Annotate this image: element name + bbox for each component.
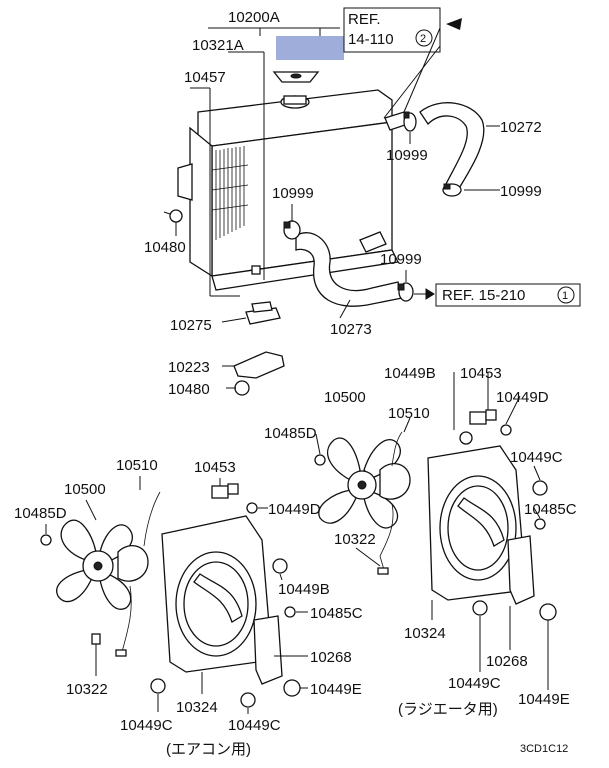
- label-10480-mid: 10480: [168, 381, 210, 398]
- connector-10322-left: [91, 633, 101, 645]
- bolt-10449C-left2: [240, 692, 256, 708]
- label-10200A: 10200A: [228, 9, 280, 26]
- label-10453-right: 10453: [460, 365, 502, 382]
- caption-aircon: (エアコン用): [166, 741, 251, 758]
- label-10485C-right: 10485C: [524, 501, 577, 518]
- label-10485C-left: 10485C: [310, 605, 363, 622]
- label-10485D-left: 10485D: [14, 505, 67, 522]
- shroud-left: [161, 515, 283, 685]
- label-10322-right: 10322: [334, 531, 376, 548]
- label-10273: 10273: [330, 321, 372, 338]
- diagram-code: 3CD1C12: [520, 743, 568, 755]
- label-10449D-right: 10449D: [496, 389, 549, 406]
- bolt-10449C-left1: [150, 678, 166, 694]
- label-10500-left: 10500: [64, 481, 106, 498]
- label-10999-a: 10999: [386, 147, 428, 164]
- label-10457: 10457: [184, 69, 226, 86]
- bolt-10449C-right1: [532, 480, 548, 496]
- bolt-10449E-right: [539, 603, 557, 621]
- bolt-10449E-left: [283, 679, 301, 697]
- label-10275: 10275: [170, 317, 212, 334]
- cap-seal: [272, 71, 320, 83]
- ref1-line1: REF.: [348, 11, 381, 28]
- label-10268-right: 10268: [486, 653, 528, 670]
- ref-box-14-110[interactable]: [343, 7, 462, 53]
- label-10510-left: 10510: [116, 457, 158, 474]
- bolt-10449B-right: [459, 431, 473, 445]
- bracket-10223: [233, 351, 285, 379]
- screw-10485D-right: [314, 454, 326, 466]
- screw-10485D-left: [40, 534, 52, 546]
- label-10449B-left: 10449B: [278, 581, 330, 598]
- screw-10485C-left: [284, 606, 296, 618]
- label-10449B-right: 10449B: [384, 365, 436, 382]
- bolt-10480-top: [163, 209, 183, 223]
- bolt-10449D-left: [246, 502, 258, 514]
- bracket-10453-left: [211, 483, 239, 499]
- leader-lines: [45, 27, 549, 714]
- label-10449E-left: 10449E: [310, 681, 362, 698]
- label-10449D-left: 10449D: [268, 501, 321, 518]
- bolt-10449B-left: [272, 558, 288, 574]
- label-10449C-left1: 10449C: [120, 717, 173, 734]
- hose-clamp-c: [283, 220, 301, 240]
- ref2-circle-number: 1: [562, 290, 568, 302]
- bolt-10449C-right2: [472, 600, 488, 616]
- ref2-text: REF. 15-210: [442, 287, 525, 304]
- label-10453-left: 10453: [194, 459, 236, 476]
- label-10324-left: 10324: [176, 699, 218, 716]
- label-10322-left: 10322: [66, 681, 108, 698]
- masked-label-box: [276, 36, 344, 60]
- label-10449C-left2: 10449C: [228, 717, 281, 734]
- label-10999-c: 10999: [272, 185, 314, 202]
- shroud-right: [427, 445, 535, 605]
- label-10999-d: 10999: [380, 251, 422, 268]
- label-10510-right: 10510: [388, 405, 430, 422]
- ref1-circle-number: 2: [420, 33, 426, 45]
- label-10223: 10223: [168, 359, 210, 376]
- hose-clamp-d: [397, 282, 414, 302]
- label-10449E-right: 10449E: [518, 691, 570, 708]
- bracket-10275: [245, 301, 281, 325]
- bolt-10449D-right: [500, 424, 512, 436]
- label-10321A: 10321A: [192, 37, 244, 54]
- radiator: [177, 89, 409, 291]
- label-10480-top: 10480: [144, 239, 186, 256]
- hose-clamp-b: [442, 183, 462, 197]
- label-10268-left: 10268: [310, 649, 352, 666]
- fan-blade-left: [56, 519, 133, 610]
- fan-motor-left: [115, 491, 161, 657]
- part-labels: 10200A 10321A 10457 10480 10275 10223 10…: [14, 9, 577, 734]
- label-10999-b: 10999: [500, 183, 542, 200]
- ref1-line2: 14-110: [348, 31, 394, 48]
- ref-box-15-210[interactable]: [435, 283, 581, 307]
- label-10449C-right1: 10449C: [510, 449, 563, 466]
- caption-radiator: (ラジエータ用): [398, 701, 498, 718]
- label-10272: 10272: [500, 119, 542, 136]
- label-10485D-right: 10485D: [264, 425, 317, 442]
- label-10449C-right2: 10449C: [448, 675, 501, 692]
- hose-clamp-a: [403, 111, 417, 132]
- fan-blade-right: [318, 437, 401, 529]
- label-10324-right: 10324: [404, 625, 446, 642]
- screw-10485C-right: [534, 518, 546, 530]
- upper-hose: [419, 102, 485, 191]
- bracket-10453-right: [469, 409, 497, 425]
- label-10500-right: 10500: [324, 389, 366, 406]
- fan-motor-right: [377, 431, 411, 575]
